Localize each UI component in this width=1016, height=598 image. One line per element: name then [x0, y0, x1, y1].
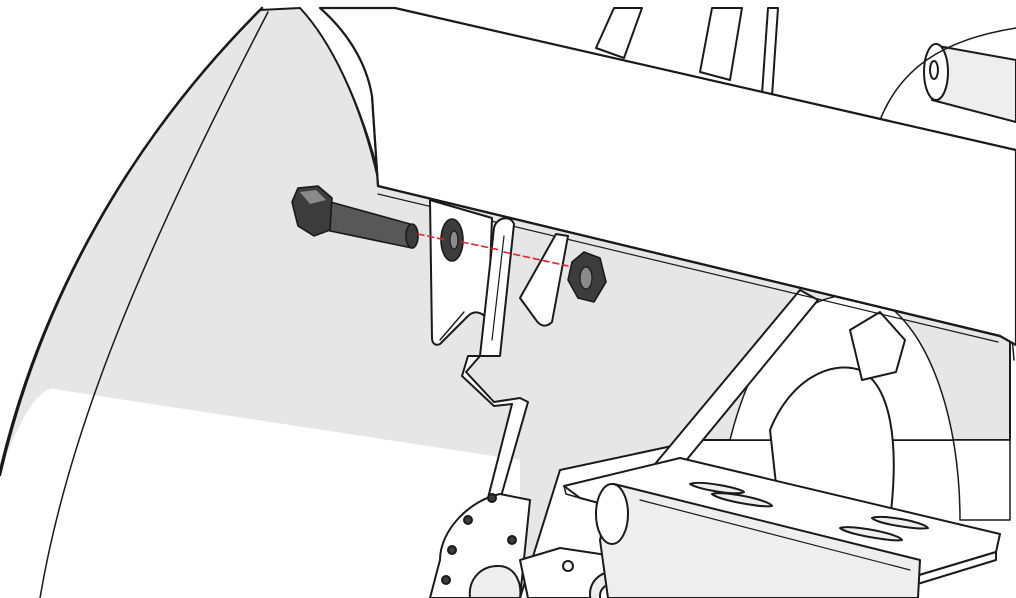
crossbar-tube	[595, 483, 921, 598]
washer-hole	[449, 230, 459, 250]
tray-rear-lip	[563, 485, 581, 499]
tray-slot-2	[711, 492, 773, 508]
rear-axle-tube-bore	[929, 60, 939, 80]
drum-housing-rim-inner	[39, 11, 269, 598]
top-plate	[318, 6, 1016, 347]
hex-nut-bore	[579, 266, 593, 290]
flange-bolt-hole-6	[487, 493, 497, 503]
hex-bolt-head-facet	[300, 190, 326, 204]
flange-bolt-hole-3	[441, 575, 451, 585]
linkage-arm-slot	[491, 235, 505, 341]
washer	[440, 218, 464, 262]
tray-slot-4	[871, 516, 929, 530]
right-housing-hub	[849, 311, 906, 381]
flange-bolt-hole-4	[507, 535, 517, 545]
bracket-slot	[439, 311, 465, 341]
flange-bolt-hole-2	[447, 545, 457, 555]
flange-bearing-housing	[468, 565, 522, 598]
strut-left	[595, 7, 643, 59]
hex-bolt-tip	[405, 223, 419, 249]
rear-axle-tube	[879, 27, 1016, 123]
tray-slot-3	[839, 526, 903, 542]
support-tray	[563, 457, 1001, 591]
motor-bolt-hole	[562, 560, 574, 572]
drum-housing-rim-edge	[299, 7, 379, 181]
crossbar-tube-end	[595, 483, 629, 545]
hex-nut	[567, 251, 607, 303]
drum-housing-rim	[0, 6, 264, 477]
strut-right	[699, 7, 743, 81]
top-plate-side	[371, 95, 379, 187]
upper-struts	[595, 7, 779, 97]
assembly-line	[417, 233, 569, 267]
top-plate-edge	[376, 184, 1002, 338]
strut-far	[761, 7, 779, 97]
drum-housing-highlight	[0, 388, 520, 598]
hex-bolt	[291, 185, 419, 249]
crossbar-tube-highlight	[639, 499, 911, 571]
tray-slot-1	[689, 482, 745, 495]
rear-axle-arc	[879, 27, 1016, 121]
flange-bolt-hole-1	[463, 515, 473, 525]
